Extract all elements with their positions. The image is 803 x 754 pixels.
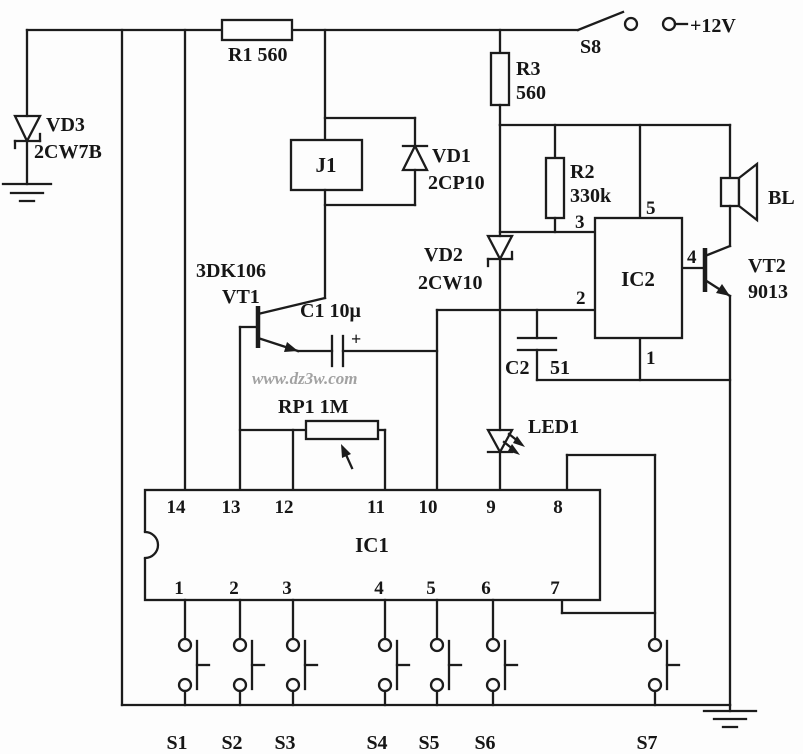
pushbutton-s5-icon: S5: [418, 598, 463, 754]
c1-polarity: +: [351, 329, 361, 349]
r1-label: R1 560: [228, 44, 287, 66]
zener-vd3-icon: VD3 2CW7B: [13, 114, 102, 186]
r3-value: 560: [516, 82, 546, 104]
ic2-pin3: 3: [575, 212, 585, 233]
ground-icon-left: [1, 182, 53, 203]
ic2-pin1: 1: [646, 348, 656, 369]
ic1-pin12: 12: [275, 497, 294, 518]
ic1-label: IC1: [355, 533, 389, 557]
ic1-pin13: 13: [222, 497, 241, 518]
ic1-pin8: 8: [553, 497, 563, 518]
s6-label: S6: [474, 732, 495, 754]
bl-label: BL: [768, 187, 795, 209]
transistor-vt1-icon: 3DK106 VT1: [196, 260, 327, 492]
led-led1-icon: LED1: [486, 416, 579, 492]
s4-label: S4: [366, 732, 387, 754]
ic1-pin11: 11: [367, 497, 385, 518]
pushbutton-s6-icon: S6: [474, 598, 519, 754]
s5-label: S5: [418, 732, 439, 754]
ic2-chip: IC2 5 3 2 4 1: [435, 123, 707, 382]
ic1-pin14: 14: [167, 497, 187, 518]
ic2-label: IC2: [621, 267, 655, 291]
s1-label: S1: [166, 732, 187, 754]
c2-value: 51: [550, 357, 570, 379]
ground-icon-right: [702, 703, 758, 729]
vd1-label: VD1: [432, 145, 471, 167]
ic2-pin5: 5: [646, 198, 656, 219]
r3-label: R3: [516, 58, 540, 80]
vd2-value: 2CW10: [418, 272, 482, 294]
vd3-label: VD3: [46, 114, 85, 136]
capacitor-c1-icon: C1 10μ +: [296, 300, 439, 368]
pushbutton-s4-icon: S4: [366, 598, 411, 754]
c2-label: C2: [505, 357, 529, 379]
s7-label: S7: [636, 732, 657, 754]
wiring-ic1: [435, 308, 657, 641]
pushbutton-s1-icon: S1: [166, 598, 211, 754]
speaker-bl-icon: BL: [719, 123, 795, 248]
capacitor-c2-icon: C2 51: [505, 308, 732, 382]
relay-j1: J1: [289, 28, 417, 300]
plus12v-label: +12V: [690, 15, 736, 37]
vt2-value: 9013: [748, 281, 788, 303]
r2-value: 330k: [570, 185, 612, 207]
resistor-r1: R1 560: [220, 18, 294, 66]
c1-label: C1 10μ: [300, 300, 361, 322]
ic1-pin4: 4: [374, 578, 384, 599]
ic1-pin6: 6: [481, 578, 491, 599]
resistor-r2: R2 330k: [544, 123, 612, 234]
ic1-pin10: 10: [419, 497, 438, 518]
diode-vd1-icon: VD1 2CP10: [401, 116, 485, 207]
vd1-value: 2CP10: [428, 172, 485, 194]
pushbutton-s7-icon: S7: [636, 637, 681, 754]
ic1-chip: IC1 14 13 12 11 10 9 8 1 2 3 4 5 6 7: [132, 488, 602, 602]
r2-label: R2: [570, 161, 594, 183]
led1-label: LED1: [528, 416, 579, 438]
potentiometer-rp1-icon: RP1 1M: [238, 396, 387, 492]
j1-label: J1: [316, 153, 337, 177]
vd3-value: 2CW7B: [34, 141, 102, 163]
vt1-part: 3DK106: [196, 260, 266, 282]
s3-label: S3: [274, 732, 295, 754]
ic1-pin3: 3: [282, 578, 292, 599]
vt1-label: VT1: [222, 286, 260, 308]
power-switch-s8-icon: S8 +12V: [576, 10, 736, 58]
ic2-pin4: 4: [687, 247, 697, 268]
pushbutton-s3-icon: S3: [274, 598, 319, 754]
wiring-rails: [25, 28, 732, 707]
ic1-pin5: 5: [426, 578, 436, 599]
pushbutton-s2-icon: S2: [221, 598, 266, 754]
ic1-pin1: 1: [174, 578, 184, 599]
ic1-pin9: 9: [486, 497, 496, 518]
ic2-pin2: 2: [576, 288, 586, 309]
resistor-r3: R3 560: [489, 28, 546, 127]
s2-label: S2: [221, 732, 242, 754]
ic1-pin7: 7: [550, 578, 560, 599]
ic1-pin2: 2: [229, 578, 239, 599]
watermark: www.dz3w.com: [252, 369, 357, 388]
transistor-vt2-icon: VT2 9013: [702, 244, 788, 707]
s8-label: S8: [580, 36, 601, 58]
zener-vd2-icon: VD2 2CW10: [418, 123, 514, 432]
rp1-label: RP1 1M: [278, 396, 349, 418]
vt2-label: VT2: [748, 255, 786, 277]
vd2-label: VD2: [424, 244, 463, 266]
